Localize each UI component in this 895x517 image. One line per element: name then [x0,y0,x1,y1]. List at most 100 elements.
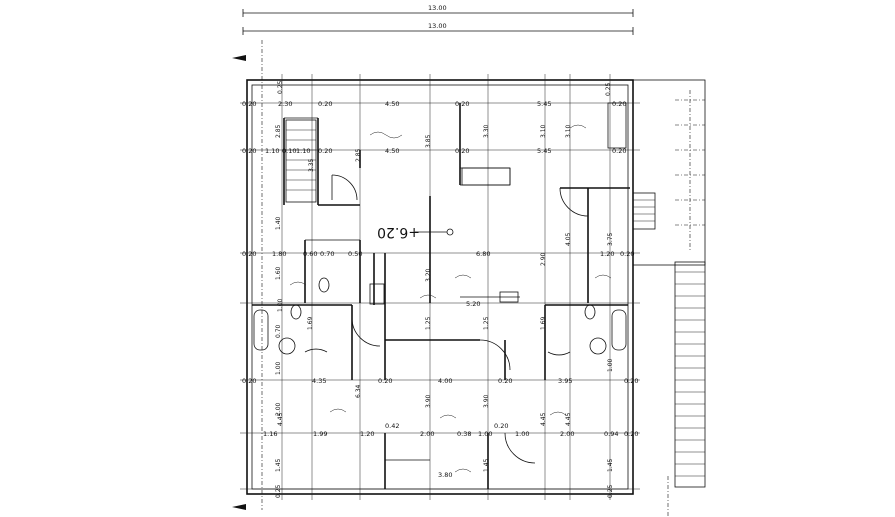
dim-label: 2.00 [420,430,434,438]
dim-label: 6.80 [476,250,490,258]
exterior-staircase-right [607,79,706,488]
dim-label: 1.00 [607,358,614,372]
dim-label: 0.20 [378,377,392,385]
dim-label: 0.20 [242,100,256,108]
dim-label: 2.30 [278,100,292,108]
overall-dimension-label-1: 13.00 [428,4,447,12]
electrical-annotations [289,124,612,473]
dim-label: 4.50 [385,147,399,155]
interior-walls [252,103,630,489]
overall-dimension-label-2: 13.00 [428,22,447,30]
dim-label: 1.60 [275,266,282,280]
door-swings [304,174,589,464]
dim-label: 3.95 [558,377,572,385]
dim-label: 0.25 [277,80,284,94]
dim-label: 1.45 [483,458,490,472]
toilet-icon [584,304,596,320]
dim-label: 4.45 [540,412,547,426]
dim-label: 0.20 [455,100,469,108]
dim-label: 0.50 [348,250,362,258]
section-arrow-icon [232,55,246,61]
dim-label: 1.69 [540,316,547,330]
dim-label: 5.45 [537,100,551,108]
dim-label: 1.00 [478,430,492,438]
dim-label: 0.25 [605,82,612,96]
dim-label: 1.10 [265,147,279,155]
dim-label: 3.10 [565,124,572,138]
toilet-icon [318,277,330,293]
dim-label: 0.20 [242,377,256,385]
dim-label: 1.99 [313,430,327,438]
dim-label: 3.80 [438,471,452,479]
dim-label: 6.34 [355,384,362,398]
dim-label: 3.90 [425,394,432,408]
dim-label: 1.69 [307,316,314,330]
row-dimension-labels: 0.20 2.30 0.20 4.50 0.20 5.45 0.20 0.20 … [242,100,638,479]
dim-label: 5.20 [466,300,480,308]
dim-label: 1.00 [515,430,529,438]
dim-label: 1.20 [360,430,374,438]
dim-label: 0.25 [275,484,282,498]
shower-icon [278,337,296,355]
bathroom-fixtures [253,167,627,355]
dim-label: 1.25 [425,316,432,330]
dim-label: 2.85 [355,148,362,162]
vertical-dimension-lines [281,74,611,500]
dim-label: 0.20 [242,147,256,155]
dim-label: 1.80 [272,250,286,258]
dim-label: 1.40 [275,216,282,230]
dim-label: 0.60 [303,250,317,258]
dim-label: 3.75 [607,232,614,246]
dim-label: 0.38 [457,430,471,438]
bathtub-icon [611,309,627,351]
dim-label: 2.85 [275,124,282,138]
dim-label: 1.45 [607,458,614,472]
dim-label: 0.25 [607,484,614,498]
dim-label: 1.00 [275,361,282,375]
dim-label: 0.20 [494,422,508,430]
dim-label: 1.25 [483,316,490,330]
dim-label: 5.45 [537,147,551,155]
dim-label: 1.20 [600,250,614,258]
dim-label: 0.10 [282,147,296,155]
dim-label: 1.45 [275,458,282,472]
dim-label: 0.20 [242,250,256,258]
dim-label: 3.35 [308,158,315,172]
horizontal-dimension-lines [240,102,640,490]
column-dimension-labels: 0.25 2.85 3.35 1.40 1.60 0.70 1.00 2.00 … [275,80,614,498]
dim-label: 2.00 [275,402,282,416]
dim-label: 4.45 [277,412,284,426]
bathtub-icon [253,309,269,351]
dim-label: 0.20 [498,377,512,385]
dim-label: 0.20 [612,100,626,108]
dim-label: 0.20 [318,147,332,155]
dim-label: 0.20 [318,100,332,108]
dim-label: 1.00 [277,298,284,312]
dim-label: 4.35 [312,377,326,385]
dim-label: 2.00 [560,430,574,438]
overall-dimensions: 13.00 13.00 [232,4,669,517]
dim-label: 0.70 [275,324,282,338]
dim-label: 0.20 [612,147,626,155]
shower-icon [589,337,607,355]
dim-label: 3.30 [483,124,490,138]
dim-label: 3.20 [425,268,432,282]
dim-label: 0.20 [624,377,638,385]
dim-label: 4.50 [385,100,399,108]
dim-label: 1.16 [263,430,277,438]
dim-label: 3.90 [483,394,490,408]
dim-label: 1.10 [296,147,310,155]
staircase-left [285,119,317,203]
dim-label: 4.45 [565,412,572,426]
dim-label: 4.05 [565,232,572,246]
dim-label: 0.70 [320,250,334,258]
dim-label: 0.94 [604,430,618,438]
dim-label: 2.90 [540,252,547,266]
level-marker: +6.20 [377,224,420,240]
dim-label: 0.20 [620,250,634,258]
dim-label: 0.20 [455,147,469,155]
dim-label: 3.85 [425,134,432,148]
dim-label: 4.00 [438,377,452,385]
dim-label: 0.20 [624,430,638,438]
